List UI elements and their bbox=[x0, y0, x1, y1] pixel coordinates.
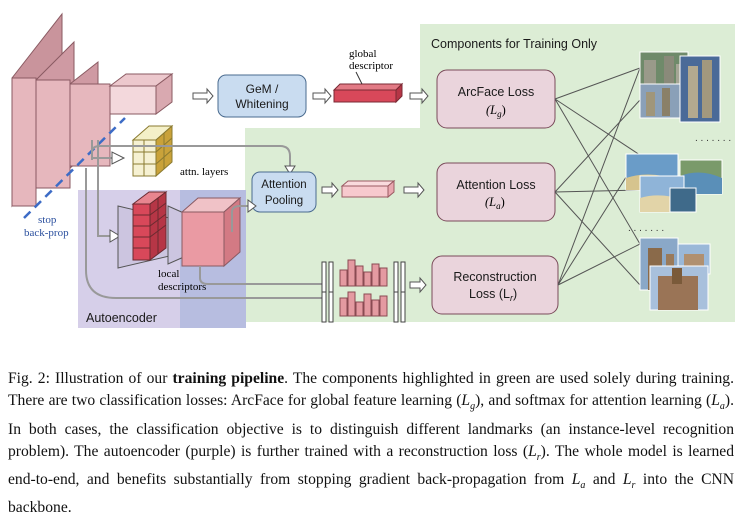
training-pipeline-diagram: Components for Training Only Autoencoder… bbox=[11, 12, 735, 328]
gem-label-line2: Whitening bbox=[235, 97, 288, 111]
caption-La2: L bbox=[571, 471, 581, 489]
caption-text-f: and bbox=[585, 471, 623, 489]
caption-Lg-sub: g bbox=[470, 401, 476, 413]
dots-row-1: . . . . . . . bbox=[695, 133, 731, 144]
training-only-title: Components for Training Only bbox=[431, 37, 598, 51]
arrow-to-attn-desc bbox=[321, 181, 339, 199]
caption-Lr2-sub: r bbox=[631, 480, 636, 492]
attention-pooling-box: Attention Pooling bbox=[251, 171, 317, 213]
arrow-to-global bbox=[312, 87, 332, 105]
reconstruction-loss-box: Reconstruction Loss (Lr) bbox=[431, 255, 559, 315]
descriptor-label: descriptor bbox=[349, 60, 393, 72]
attention-loss-label: Attention Loss bbox=[456, 178, 535, 192]
global-pointer bbox=[355, 71, 363, 85]
arcface-loss-box: ArcFace Loss (Lg) bbox=[436, 69, 556, 129]
attn-pool-line2: Pooling bbox=[265, 195, 303, 207]
fig-label: Fig. 2: bbox=[8, 370, 50, 387]
arrow-to-gem bbox=[192, 87, 214, 105]
gem-whitening-box: GeM / Whitening bbox=[217, 74, 307, 118]
landmark-images-group-2: . . . . . . . bbox=[625, 153, 723, 234]
caption-La-sub: a bbox=[719, 401, 725, 413]
caption-bold: training pipeline bbox=[172, 370, 285, 387]
caption-text-b: . The components highlighted in green ar… bbox=[8, 370, 734, 410]
caption-La: L bbox=[711, 392, 720, 410]
caption-text-c: ), and softmax for attention learning ( bbox=[475, 392, 712, 410]
arrow-to-attn-loss bbox=[403, 181, 425, 199]
attn-layers-label: attn. layers bbox=[180, 166, 228, 178]
attention-loss-symbol: (La) bbox=[485, 195, 505, 211]
stop-backprop-line bbox=[23, 117, 126, 219]
arrow-cube-to-recon bbox=[199, 266, 322, 285]
reconstruction-feature-bars bbox=[321, 259, 406, 323]
caption-text-e: ). The whole model is learned end-to-end… bbox=[8, 442, 734, 489]
caption-text-d: ). In both cases, the classification obj… bbox=[8, 392, 734, 460]
caption-La2-sub: a bbox=[580, 480, 586, 492]
loss-to-landmark-connections bbox=[554, 67, 641, 286]
recon-label-line1: Reconstruction bbox=[453, 270, 536, 284]
caption-text-a: Illustration of our bbox=[49, 370, 173, 387]
local-descriptors-cube bbox=[131, 191, 168, 261]
caption-Lr: L bbox=[528, 442, 537, 460]
attn-pool-line1: Attention bbox=[261, 179, 306, 191]
cnn-backbone bbox=[11, 12, 174, 208]
figure-caption: Fig. 2: Illustration of our training pip… bbox=[8, 368, 734, 520]
autoencoder-title: Autoencoder bbox=[86, 311, 157, 325]
arrow-backbone-to-recon bbox=[85, 168, 322, 299]
global-label: global bbox=[349, 48, 377, 60]
arcface-label: ArcFace Loss bbox=[458, 85, 534, 99]
caption-Lr-sub: r bbox=[536, 451, 541, 463]
stop-label: stop bbox=[38, 214, 57, 226]
caption-Lg: L bbox=[461, 392, 471, 410]
dots-row-2: . . . . . . . bbox=[628, 223, 664, 234]
arrow-backbone-to-ae bbox=[97, 140, 112, 237]
arcface-symbol: (Lg) bbox=[486, 103, 506, 119]
gem-label-line1: GeM / bbox=[246, 82, 279, 96]
back-prop-label: back-prop bbox=[24, 227, 69, 239]
arrow-to-recon-loss bbox=[409, 276, 427, 294]
reconstructed-feature-cube bbox=[180, 196, 242, 268]
arrow-cube-to-pool bbox=[231, 205, 252, 232]
arrow-to-arcface bbox=[409, 87, 429, 105]
attention-descriptor-bar bbox=[340, 179, 396, 199]
arrow-backbone-to-pool bbox=[91, 145, 291, 168]
local-label: local bbox=[158, 268, 179, 280]
caption-text-g: into the CNN backbone. bbox=[8, 471, 735, 517]
caption-Lr2: L bbox=[622, 471, 632, 489]
recon-label-line2: Loss (Lr) bbox=[469, 287, 517, 303]
landmark-images-group-1: . . . . . . . bbox=[639, 51, 731, 144]
attention-loss-box: Attention Loss (La) bbox=[436, 162, 556, 222]
descriptors-label: descriptors bbox=[158, 281, 206, 293]
landmark-images-group-3 bbox=[639, 237, 711, 311]
global-descriptor-bar bbox=[332, 82, 404, 104]
attention-layers-cube bbox=[131, 124, 174, 178]
